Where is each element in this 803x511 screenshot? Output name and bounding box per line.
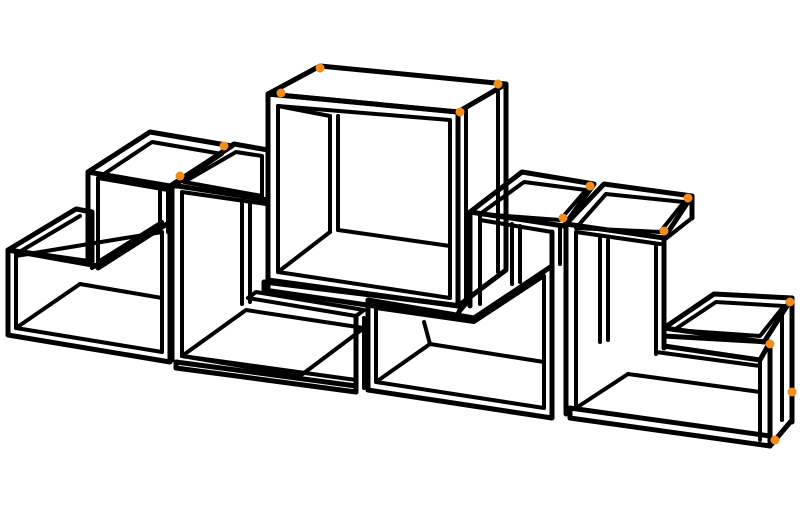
connector-dot <box>276 88 286 98</box>
connector-dot <box>659 226 669 236</box>
shelf-frame <box>5 63 795 449</box>
connector-dots <box>175 63 797 445</box>
left-low-step-module <box>5 129 235 365</box>
connector-dot <box>770 435 780 445</box>
top-center-cube <box>261 63 509 321</box>
connector-dot <box>787 387 797 397</box>
connector-dot <box>219 141 229 151</box>
connector-dot <box>455 107 465 117</box>
connector-dot <box>558 213 568 223</box>
right-tall-module <box>563 181 773 449</box>
connector-dot <box>493 79 503 89</box>
connector-dot <box>175 171 185 181</box>
connector-dot <box>315 63 325 73</box>
connector-dot <box>785 297 795 307</box>
connector-dot <box>765 339 775 349</box>
connector-dot <box>585 181 595 191</box>
connector-dot <box>683 193 693 203</box>
center-left-low-module <box>365 263 555 421</box>
